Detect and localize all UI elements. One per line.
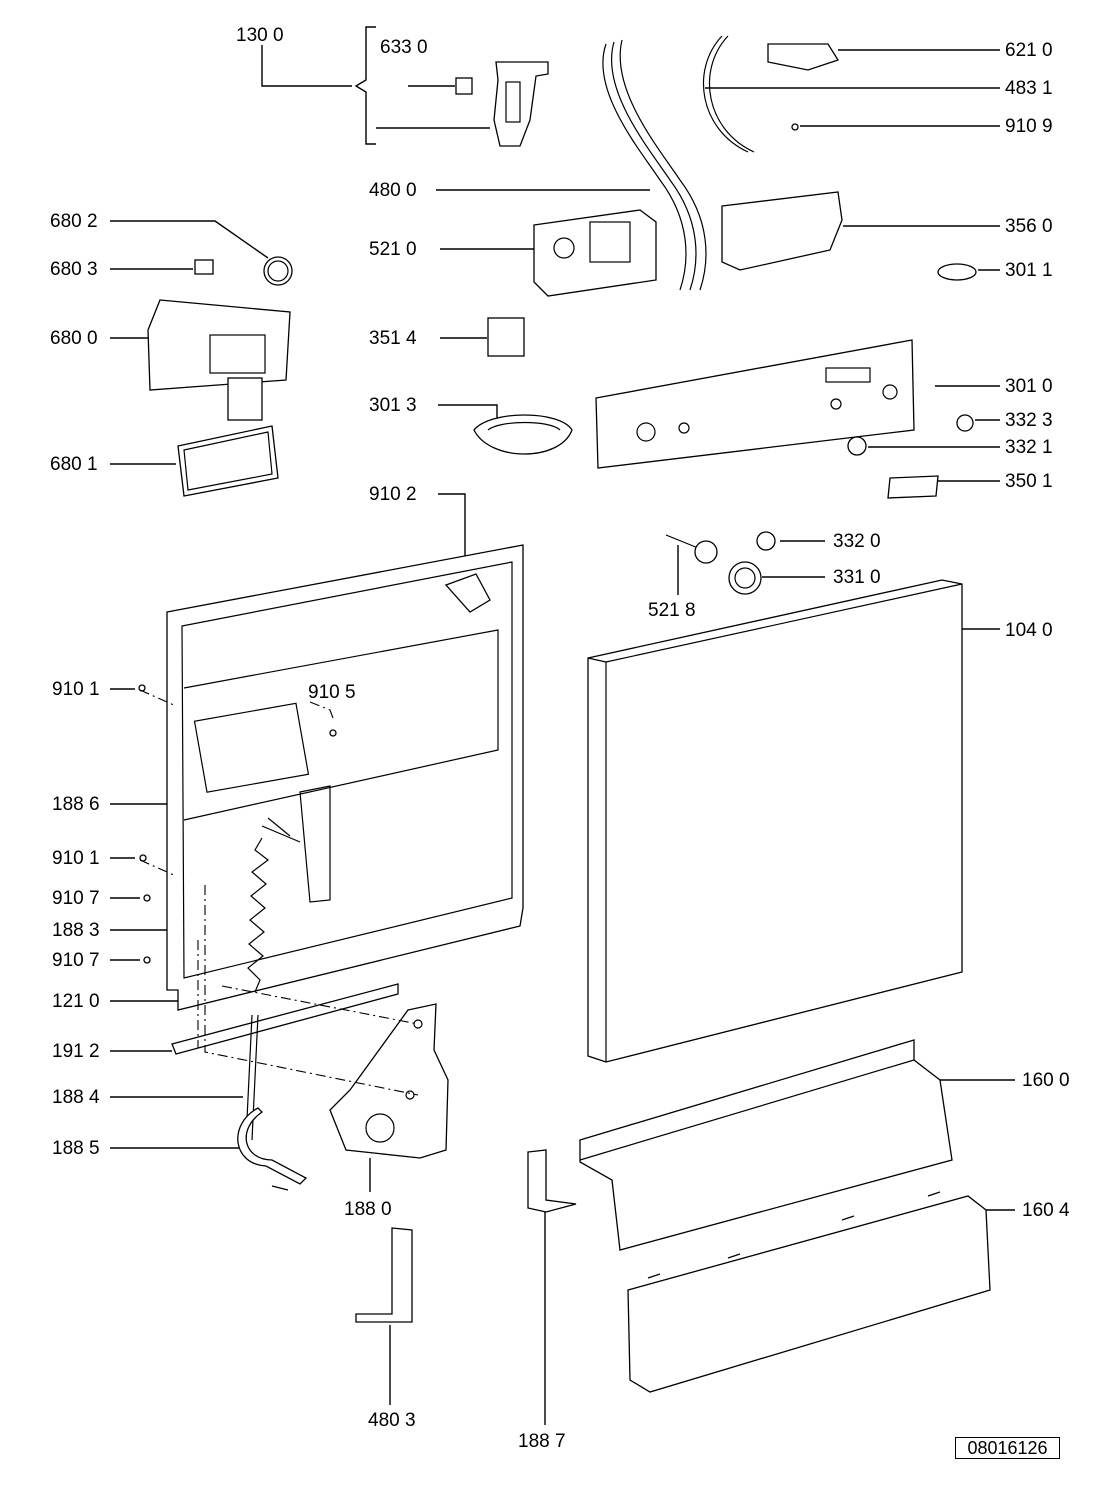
label-521-8: 521 8: [648, 600, 696, 621]
label-130-0: 130 0: [236, 25, 284, 46]
document-id-box: 08016126: [955, 1437, 1060, 1459]
part-188-7-bracket: [527, 1149, 577, 1213]
part-188-0-hinge-bracket: [329, 1003, 449, 1159]
part-680-3-clip: [194, 259, 214, 275]
part-331-0-knob: [728, 561, 762, 595]
label-480-3: 480 3: [368, 1410, 416, 1431]
label-160-0: 160 0: [1022, 1070, 1070, 1091]
part-521-8-sensor: [665, 534, 718, 564]
part-332-3-knob: [956, 414, 974, 432]
label-910-7-top: 910 7: [52, 888, 100, 909]
label-680-3: 680 3: [50, 259, 98, 280]
label-188-6: 188 6: [52, 794, 100, 815]
label-121-0: 121 0: [52, 991, 100, 1012]
label-188-3: 188 3: [52, 920, 100, 941]
label-633-0: 633 0: [380, 37, 428, 58]
part-910-1-screw: [138, 684, 147, 862]
label-910-5: 910 5: [308, 682, 356, 703]
label-301-1: 301 1: [1005, 260, 1053, 281]
part-301-3-handle: [473, 414, 573, 455]
label-910-7-bottom: 910 7: [52, 950, 100, 971]
label-188-0: 188 0: [344, 1199, 392, 1220]
label-160-4: 160 4: [1022, 1200, 1070, 1221]
label-188-4: 188 4: [52, 1087, 100, 1108]
label-680-2: 680 2: [50, 211, 98, 232]
label-356-0: 356 0: [1005, 216, 1053, 237]
label-680-0: 680 0: [50, 328, 98, 349]
label-332-0: 332 0: [833, 531, 881, 552]
part-680-0-dispenser: [147, 299, 291, 421]
part-301-0-control-panel: [595, 339, 915, 469]
label-521-0: 521 0: [369, 239, 417, 260]
part-910-9-screw: [791, 123, 799, 131]
label-332-3: 332 3: [1005, 410, 1053, 431]
part-121-0-inner-door: [166, 544, 524, 1011]
part-351-4-switch: [487, 317, 525, 357]
part-483-1-wiring: [702, 35, 755, 153]
part-480-0-wiring: [602, 39, 707, 291]
part-130-0-door-lock: [493, 61, 549, 147]
part-191-2-rail: [171, 983, 399, 1055]
label-104-0: 104 0: [1005, 620, 1053, 641]
label-188-5: 188 5: [52, 1138, 100, 1159]
part-188-3-spring: [247, 837, 269, 993]
label-332-1: 332 1: [1005, 437, 1053, 458]
part-480-3-bracket: [355, 1227, 413, 1323]
label-910-1-bottom: 910 1: [52, 848, 100, 869]
part-350-1-lens: [887, 475, 939, 499]
part-910-7-screw: [143, 894, 151, 964]
label-350-1: 350 1: [1005, 471, 1053, 492]
label-910-1-top: 910 1: [52, 679, 100, 700]
part-521-0-electronic-module: [533, 209, 657, 297]
part-160-0-kickplate: [579, 1039, 953, 1251]
label-351-4: 351 4: [369, 328, 417, 349]
part-680-1-gasket: [177, 425, 279, 497]
label-910-2: 910 2: [369, 484, 417, 505]
part-301-1-plug: [937, 263, 977, 281]
part-633-0-clip: [455, 77, 473, 95]
label-621-0: 621 0: [1005, 40, 1053, 61]
label-680-1: 680 1: [50, 454, 98, 475]
part-680-2-gasket-ring: [263, 256, 293, 286]
label-910-9: 910 9: [1005, 116, 1053, 137]
label-301-3: 301 3: [369, 395, 417, 416]
part-160-4-plinth: [627, 1191, 991, 1393]
label-483-1: 483 1: [1005, 78, 1053, 99]
part-188-5-clip: [237, 1107, 308, 1191]
part-621-0-module: [767, 43, 839, 71]
part-332-0-button: [756, 531, 776, 551]
label-331-0: 331 0: [833, 567, 881, 588]
label-301-0: 301 0: [1005, 376, 1053, 397]
part-910-2-hinge: [444, 573, 491, 613]
label-191-2: 191 2: [52, 1041, 100, 1062]
part-188-6-hook: [261, 817, 301, 843]
assembly-dash-lines: [139, 689, 419, 1096]
part-104-0-door-panel: [587, 579, 963, 1063]
part-356-0-bracket: [721, 191, 843, 271]
part-910-5-screw: [329, 729, 337, 737]
label-188-7: 188 7: [518, 1431, 566, 1452]
part-332-1-knob: [847, 436, 867, 456]
label-480-0: 480 0: [369, 180, 417, 201]
